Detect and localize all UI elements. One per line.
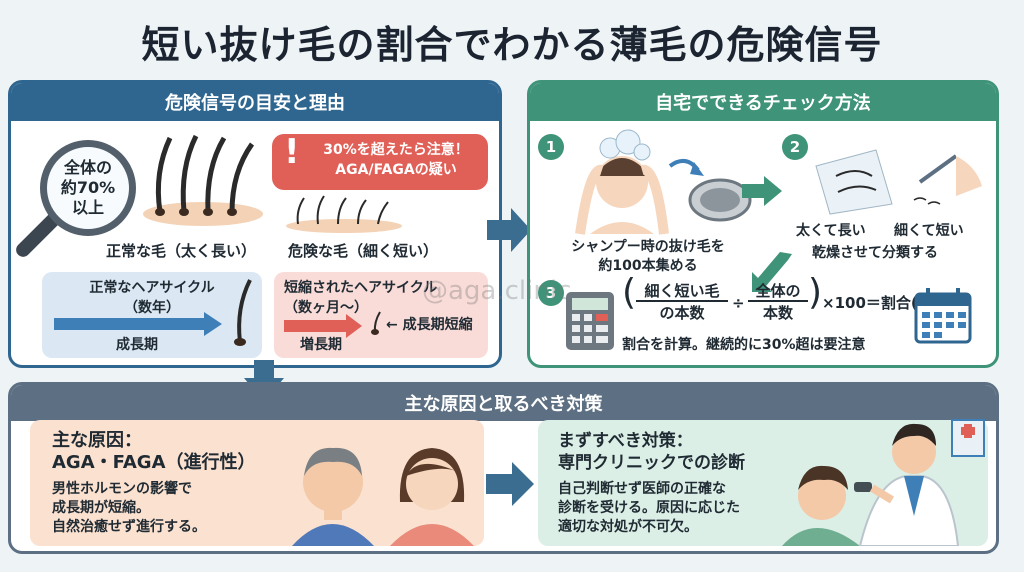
step-3-badge: 3 [538, 280, 564, 306]
watermark: @aga.clinic [422, 276, 572, 306]
man-woman-icon [292, 447, 474, 546]
magnifier-icon: 全体の 約70% 以上 [40, 140, 136, 236]
right-arrow-icon [487, 208, 531, 252]
action-body-2: 診断を受ける。原因に応じた [558, 500, 740, 516]
step-1-line-2: 約100本集める [598, 258, 698, 274]
normal-hair-label: 正常な毛（太く長い） [106, 242, 257, 260]
thin-short-label: 細くて短い [894, 223, 964, 239]
short-hair-icon [371, 311, 381, 335]
cause-to-action-arrow-icon [486, 462, 534, 506]
action-title-2: 専門クリニックでの診断 [558, 453, 745, 473]
step-1-badge: 1 [538, 134, 564, 160]
action-title-1: まずすべき対策： [558, 431, 693, 451]
normal-cycle-duration: （数年） [124, 300, 180, 316]
formula-denominator-2: 本数 [762, 304, 793, 322]
normal-cycle-title: 正常なヘアサイクル [89, 280, 215, 296]
short-cycle-box: 短縮されたヘアサイクル （数ヶ月〜） ← 成長期短縮 増長期 [274, 272, 488, 358]
green-arrow-icon [742, 176, 782, 206]
magnifier-line-2: 約70% [60, 178, 116, 197]
short-arrow-icon [346, 314, 362, 338]
doctor-patient-icon [782, 419, 985, 546]
short-cycle-title: 短縮されたヘアサイクル [284, 280, 438, 296]
down-arrow-icon [244, 360, 284, 402]
shampoo-person-icon [575, 129, 752, 235]
action-card: まずすべき対策： 専門クリニックでの診断 自己判断せず医師の正確な 診断を受ける… [538, 419, 988, 546]
warning-bubble: ! 30%を超えたら注意！ AGA/FAGAの疑い [272, 134, 488, 190]
growth-arrow-icon [204, 312, 222, 336]
cause-card: 主な原因： AGA・FAGA（進行性） 男性ホルモンの影響で 成長期が短縮。 自… [30, 420, 484, 546]
growth-arrow-bar [54, 318, 204, 330]
cause-body-3: 自然治癒せず進行する。 [52, 519, 206, 535]
warning-line-2: AGA/FAGAの疑い [335, 162, 457, 178]
magnifier-line-3: 以上 [71, 198, 104, 217]
sorted-hair-icon [815, 149, 982, 215]
magnifier-line-1: 全体の [63, 158, 112, 177]
normal-phase-label: 成長期 [116, 337, 158, 353]
calculator-icon [566, 292, 614, 350]
long-hair-icon [234, 279, 252, 346]
short-phase-note-text: 成長期短縮 [402, 317, 473, 333]
thin-hair-icon [286, 195, 402, 233]
step-1-text: シャンプー時の抜け毛を 約100本集める [548, 238, 748, 276]
short-arrow-bar [284, 320, 346, 332]
normal-hair-icon [143, 134, 263, 226]
action-body-1: 自己判断せず医師の正確な [558, 481, 726, 497]
diagonal-arrow-icon [752, 252, 792, 292]
page-title: 短い抜け毛の割合でわかる薄毛の危険信号 [141, 23, 883, 67]
step-2-badge: 2 [782, 134, 808, 160]
short-phase-note: ← 成長期短縮 [386, 317, 473, 333]
cause-title-1: 主な原因： [52, 430, 142, 451]
step-3-text: 割合を計算。継続的に30%超は要注意 [622, 337, 866, 353]
cause-action-header: 主な原因と取るべき対策 [11, 385, 996, 421]
formula-divide: ÷ [732, 294, 745, 312]
step-2-text: 乾燥させて分類する [812, 245, 938, 261]
thick-long-label: 太くて長い [796, 223, 866, 239]
home-check-header: 自宅でできるチェック方法 [530, 83, 996, 121]
normal-cycle-box: 正常なヘアサイクル （数年） 成長期 [42, 272, 262, 358]
short-cycle-duration: （数ヶ月〜） [284, 300, 368, 316]
formula-tail: ×100＝割合(%) [822, 294, 940, 312]
cause-title-2: AGA・FAGA（進行性） [52, 452, 256, 473]
short-phase-label: 増長期 [300, 337, 342, 353]
danger-hair-label: 危険な毛（細く短い） [288, 242, 439, 260]
danger-signal-header: 危険信号の目安と理由 [11, 83, 499, 121]
cause-body-2: 成長期が短縮。 [52, 500, 150, 516]
formula-denominator-1: 全体の [748, 282, 808, 302]
action-body-3: 適切な対処が不可欠。 [558, 519, 698, 535]
warning-line-1: 30%を超えたら注意！ [323, 142, 469, 158]
cause-body-1: 男性ホルモンの影響で [52, 481, 192, 497]
step-1-line-1: シャンプー時の抜け毛を [571, 239, 725, 255]
formula-numerator-2: の本数 [659, 304, 705, 322]
exclamation-icon: ! [284, 132, 300, 172]
calendar-icon [914, 288, 972, 344]
formula-numerator-1: 細く短い毛 [644, 282, 720, 300]
